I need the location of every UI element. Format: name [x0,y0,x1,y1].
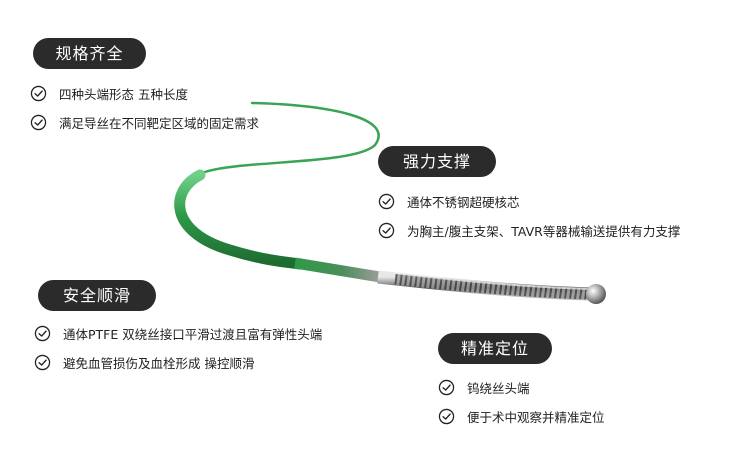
wire-coil-winding [394,273,591,300]
wire-transition-section [294,257,381,283]
check-circle-icon [30,85,47,102]
section-title-precise-positioning: 精准定位 [438,333,552,364]
feature-item: 满足导丝在不同靶定区域的固定需求 [30,113,259,132]
feature-text: 避免血管损伤及血栓形成 操控顺滑 [63,356,255,371]
check-circle-icon [34,354,51,371]
feature-text: 通体PTFE 双绕丝接口平滑过渡且富有弹性头端 [63,327,323,342]
feature-item: 通体不锈钢超硬核芯 [378,192,520,211]
feature-text: 通体不锈钢超硬核芯 [407,195,520,210]
feature-item: 四种头端形态 五种长度 [30,84,188,103]
wire-ball-tip [586,284,606,304]
section-title-strong-support: 强力支撑 [378,146,496,177]
feature-text: 满足导丝在不同靶定区域的固定需求 [59,116,260,131]
section-title-complete-specs: 规格齐全 [33,38,146,69]
check-circle-icon [30,114,47,131]
feature-item: 为胸主/腹主支架、TAVR等器械输送提供有力支撑 [378,221,680,240]
feature-item: 便于术中观察并精准定位 [438,407,605,426]
feature-text: 为胸主/腹主支架、TAVR等器械输送提供有力支撑 [407,224,681,239]
feature-text: 钨绕丝头端 [467,381,530,396]
feature-item: 钨绕丝头端 [438,378,530,397]
check-circle-icon [34,325,51,342]
wire-ptfe-body [174,169,306,270]
feature-text: 四种头端形态 五种长度 [59,87,188,102]
section-title-safe-smooth: 安全顺滑 [38,280,156,311]
feature-text: 便于术中观察并精准定位 [467,410,605,425]
feature-item: 避免血管损伤及血栓形成 操控顺滑 [34,353,254,372]
check-circle-icon [378,193,395,210]
check-circle-icon [438,379,455,396]
wire-thin-section [203,101,380,174]
check-circle-icon [378,222,395,239]
feature-item: 通体PTFE 双绕丝接口平滑过渡且富有弹性头端 [34,324,322,343]
check-circle-icon [438,408,455,425]
